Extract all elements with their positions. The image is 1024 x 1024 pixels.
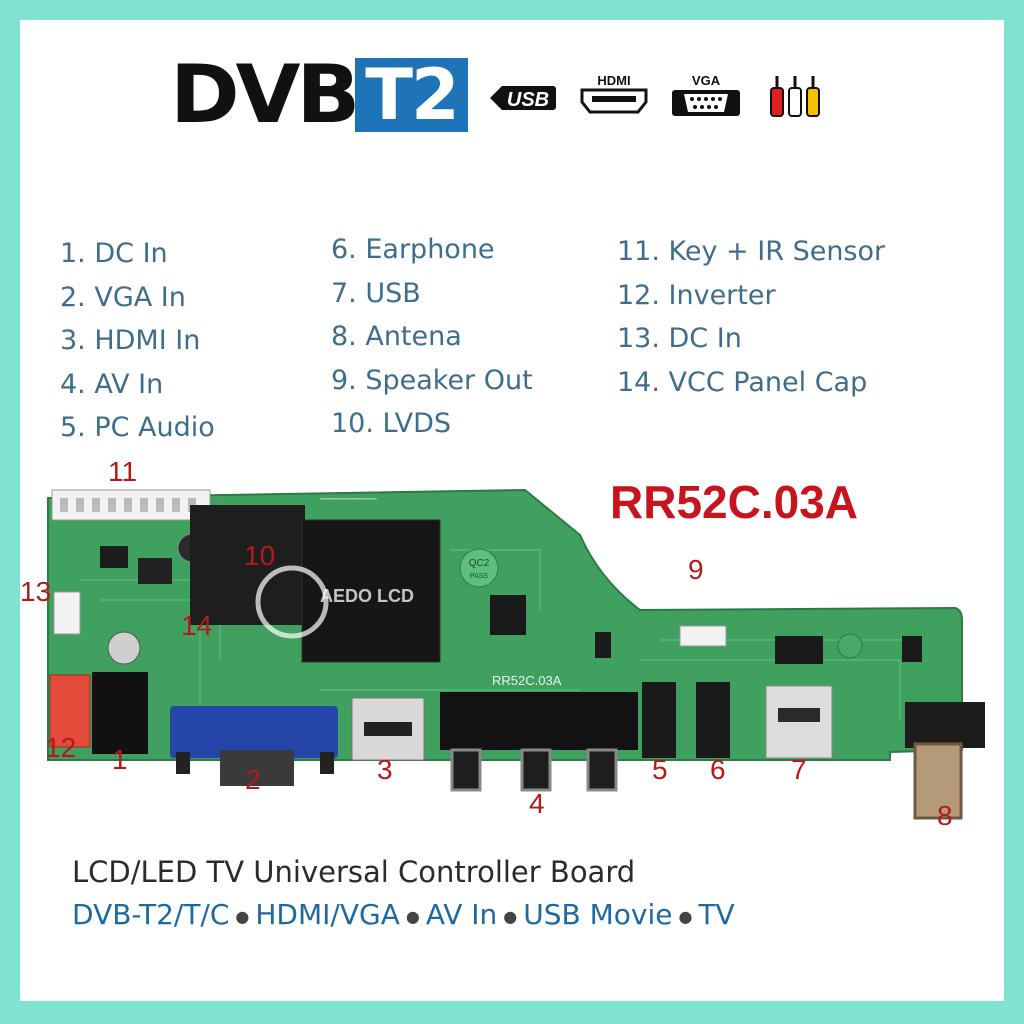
callout-14: 14: [181, 610, 213, 641]
callout-4: 4: [529, 788, 545, 819]
legend-item: 7. USB: [331, 277, 421, 309]
callout-8: 8: [937, 800, 953, 831]
legend-item: 10. LVDS: [331, 408, 451, 439]
callout-5: 5: [652, 754, 668, 785]
feature-item: DVB-T2/T/C: [72, 898, 230, 931]
callout-6: 6: [710, 754, 726, 785]
feature-item: TV: [698, 898, 735, 931]
chip: [775, 636, 823, 664]
pc-audio-jack: [642, 682, 676, 758]
qc-line2: PASS: [470, 573, 488, 580]
usb-icon-label: USB: [507, 89, 549, 111]
vga-connector: [170, 706, 338, 758]
feature-item: USB Movie: [523, 898, 673, 931]
callout-2: 2: [245, 764, 261, 795]
inverter-connector: [49, 674, 91, 748]
antenna-connector: [905, 702, 985, 748]
legend-item: 14. VCC Panel Cap: [617, 366, 868, 398]
dc-in-13-connector: [53, 591, 81, 635]
callout-10: 10: [244, 540, 276, 571]
model-title: RR52C.03A: [610, 476, 858, 528]
inductor: [138, 558, 172, 584]
feature-item: HDMI/VGA: [255, 898, 400, 931]
separator-dot: ●: [235, 906, 250, 926]
legend-item: 6. Earphone: [331, 234, 495, 265]
legend-item: 8. Antena: [331, 321, 462, 352]
qc-line1: QC2: [469, 558, 490, 569]
vga-icon: VGA: [672, 73, 740, 116]
legend-column-1: 1. DC In 2. VGA In 3. HDMI In 4. AV In 5…: [60, 232, 215, 450]
separator-dot: ●: [503, 906, 518, 926]
separator-dot: ●: [678, 906, 693, 926]
callout-7: 7: [791, 754, 807, 785]
capacitor: [107, 631, 141, 665]
rca-av-icon: [770, 76, 820, 117]
svg-text:────────: ────────: [319, 494, 378, 505]
dvb-t2-logo: DVB T2: [170, 48, 468, 141]
footer-title: LCD/LED TV Universal Controller Board: [72, 855, 636, 889]
logo-t2-text: T2: [355, 58, 468, 132]
legend-item: 9. Speaker Out: [331, 364, 533, 396]
qc-pass-sticker: [459, 548, 499, 588]
feature-item: AV In: [425, 898, 498, 931]
dc-jack: [92, 672, 148, 754]
legend-item: 4. AV In: [60, 368, 164, 400]
hdmi-icon: HDMI: [580, 73, 648, 114]
earphone-jack: [696, 682, 730, 758]
separator-dot: ●: [405, 906, 420, 926]
av-rca-block: [440, 692, 638, 750]
legend-item: 3. HDMI In: [60, 325, 201, 356]
footer-features: DVB-T2/T/C●HDMI/VGA●AV In●USB Movie●TV: [72, 898, 735, 931]
usb-icon: USB: [490, 86, 556, 111]
logo-dvb-text: DVB: [170, 48, 360, 141]
legend-item: 11. Key + IR Sensor: [617, 236, 886, 267]
watermark-text: AEDO LCD: [320, 586, 414, 606]
chip: [100, 546, 128, 568]
callout-1: 1: [112, 744, 128, 775]
lvds-header: [190, 505, 305, 625]
controller-board-photo: ──────── QC2 PASS AEDO LCD RR52C.03A: [47, 488, 985, 820]
legend-item: 13. DC In: [617, 323, 742, 354]
watermark-logo: [255, 565, 329, 639]
speaker-out-connector: [679, 625, 727, 647]
legend-item: 12. Inverter: [617, 279, 776, 311]
voltage-regulator: [490, 595, 526, 635]
legend-item: 5. PC Audio: [60, 412, 215, 443]
legend-item: 1. DC In: [60, 238, 168, 269]
callout-12: 12: [45, 732, 77, 763]
hdmi-icon-label: HDMI: [597, 73, 630, 88]
callout-11: 11: [108, 456, 138, 487]
callout-13: 13: [20, 576, 52, 607]
legend-item: 2. VGA In: [60, 281, 186, 313]
callout-9: 9: [688, 554, 704, 585]
vga-icon-label: VGA: [692, 73, 721, 88]
product-card: DVB T2 USB HDMI VGA 1. DC In: [20, 20, 1004, 1001]
board-silkscreen: RR52C.03A: [492, 673, 562, 688]
legend-column-3: 11. Key + IR Sensor 12. Inverter 13. DC …: [617, 230, 885, 404]
callout-3: 3: [377, 754, 393, 785]
legend-column-2: 6. Earphone 7. USB 8. Antena 9. Speaker …: [331, 228, 533, 446]
